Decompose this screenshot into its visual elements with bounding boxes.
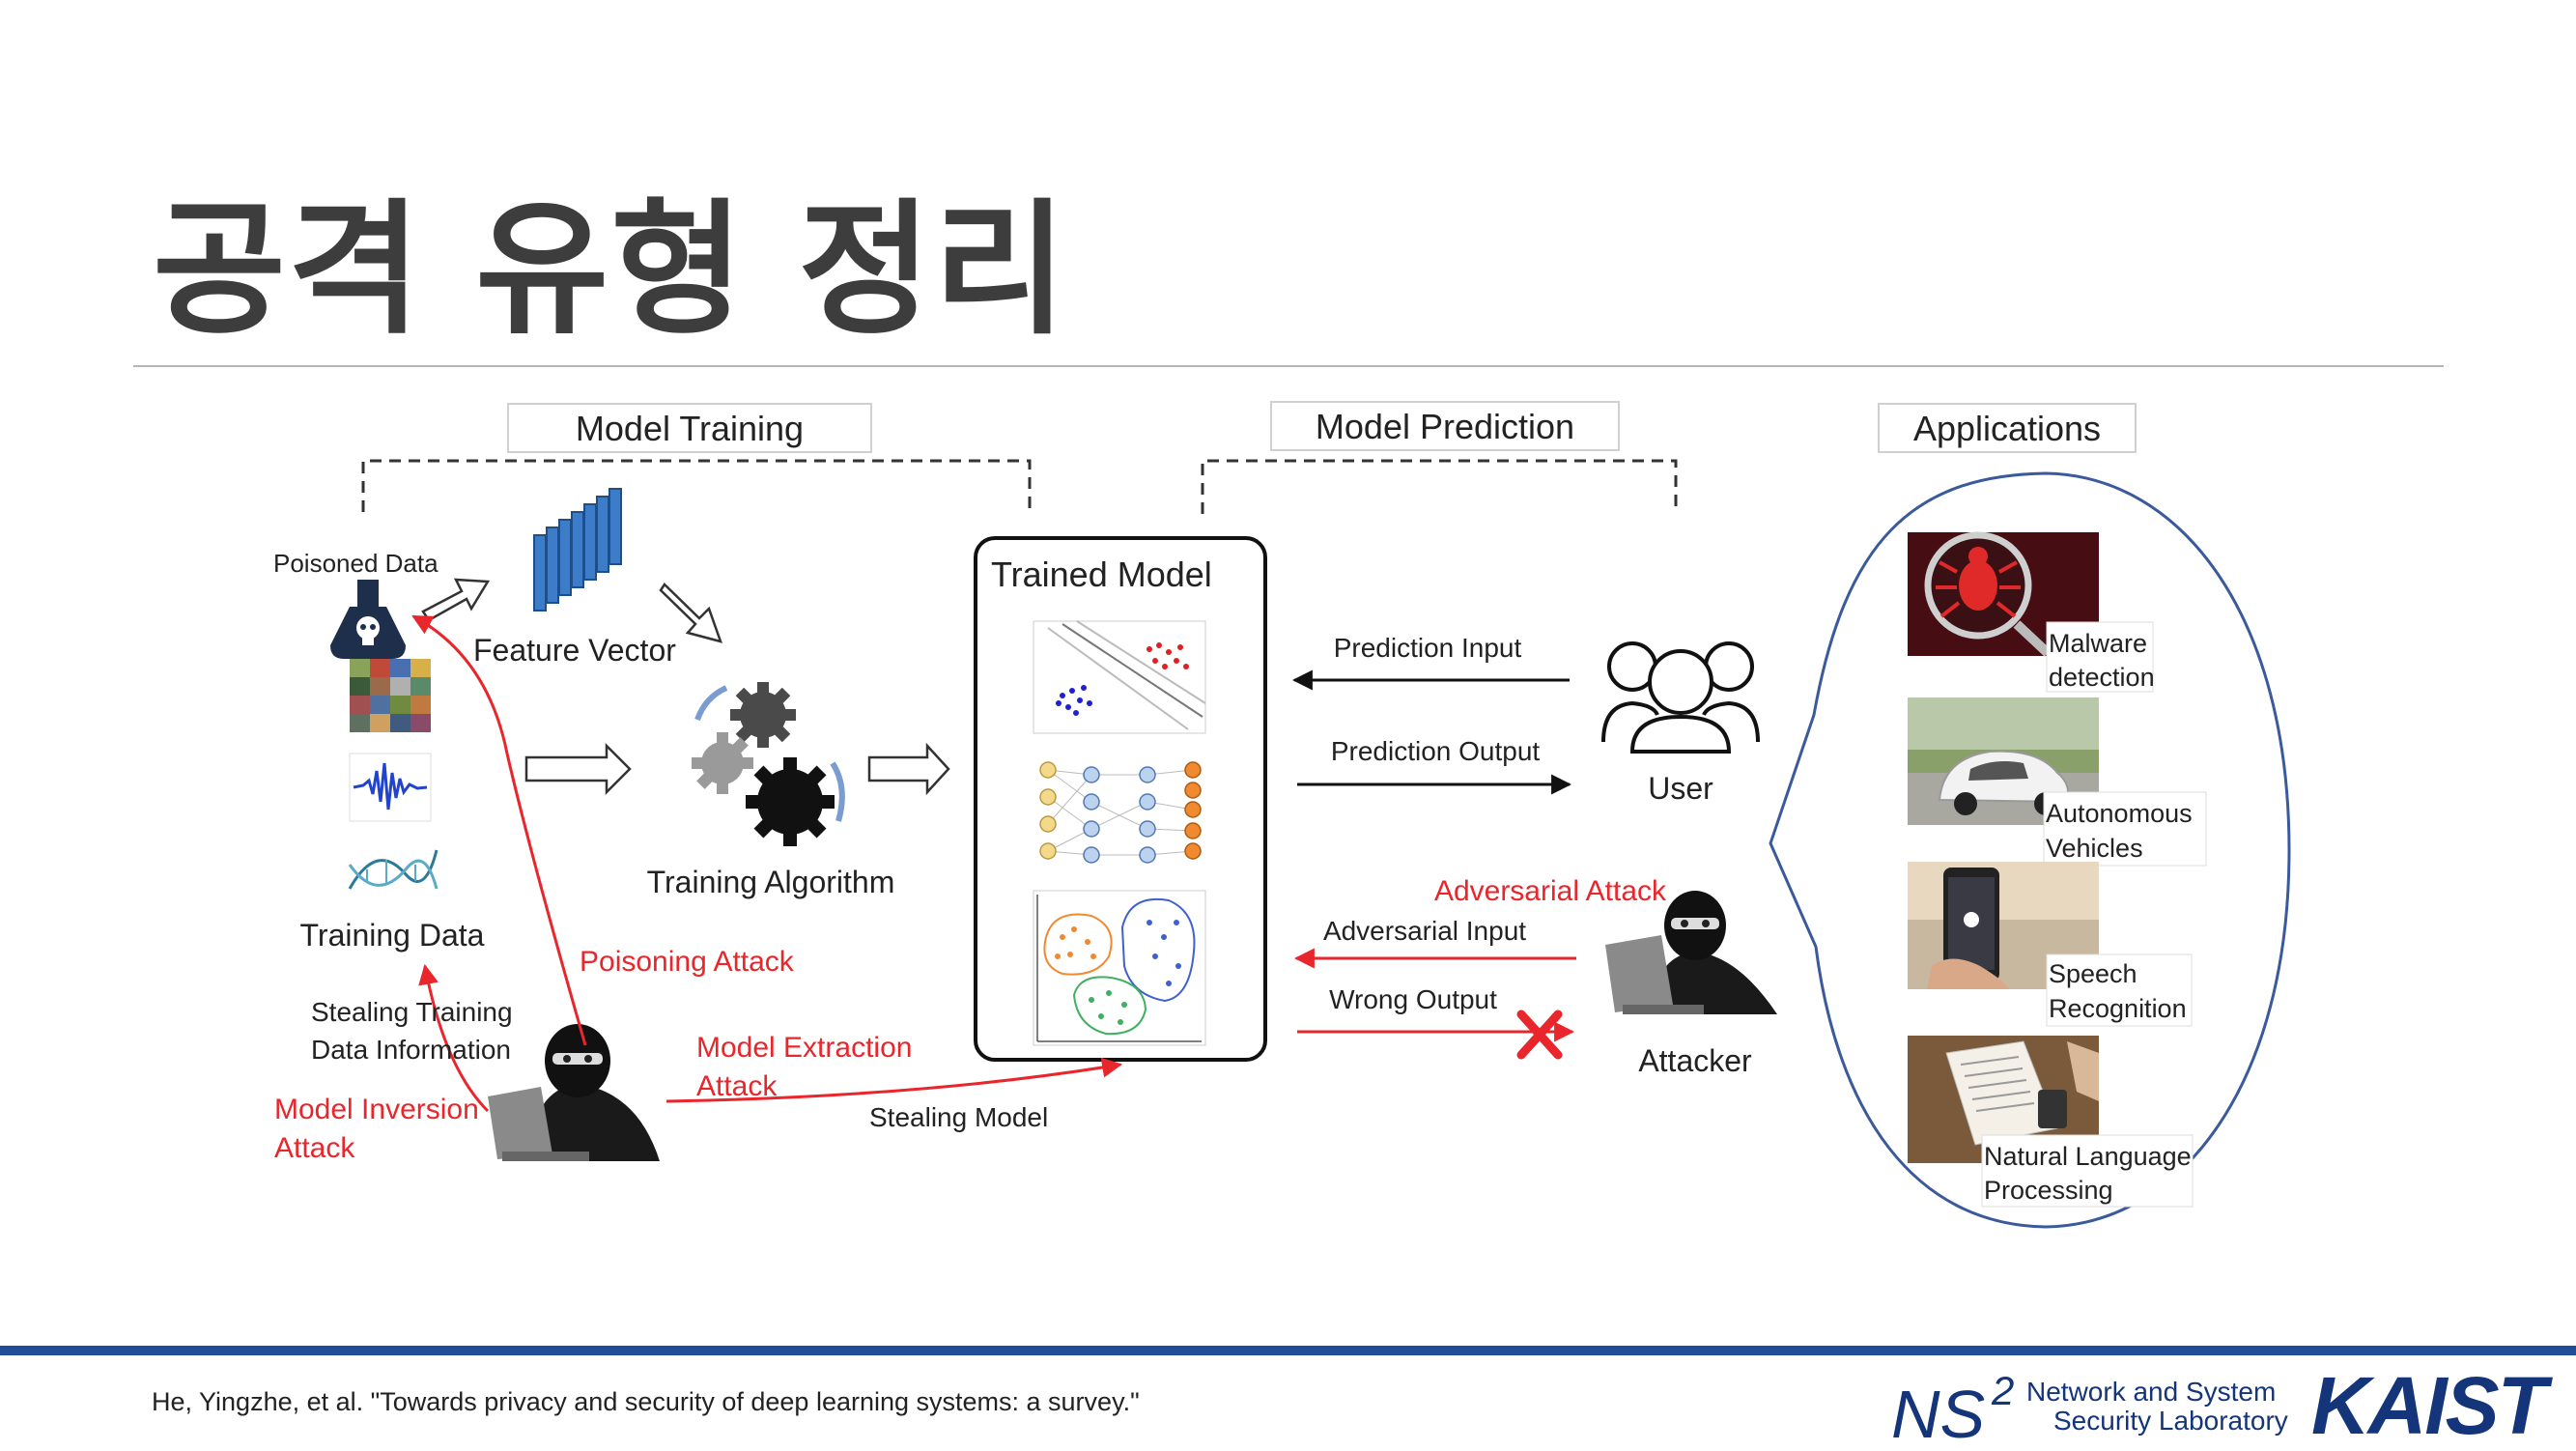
svg-text:Applications: Applications <box>1913 409 2101 448</box>
audio-waveform-icon <box>349 753 432 822</box>
stealing-training-label-2: Data Information <box>311 1035 511 1065</box>
model-extraction-path <box>665 1057 1123 1103</box>
title-divider <box>133 365 2444 367</box>
svg-text:Malware: Malware <box>2049 629 2147 658</box>
gears-icon <box>692 682 845 846</box>
svg-text:Model Prediction: Model Prediction <box>1316 407 1574 446</box>
attacker-icon <box>1605 891 1777 1014</box>
app-label-malware: Malware detection <box>2046 621 2155 693</box>
app-label-nlp: Natural Language Processing <box>1981 1134 2194 1208</box>
feature-vector-label: Feature Vector <box>473 633 676 668</box>
header-model-training: Model Training <box>507 403 872 453</box>
arrow-features-to-algorithm <box>659 583 722 643</box>
prediction-input-label: Prediction Input <box>1334 633 1522 663</box>
footer-bar <box>0 1346 2576 1355</box>
poisoning-attack-label: Poisoning Attack <box>580 946 795 978</box>
svg-text:Autonomous: Autonomous <box>2046 799 2193 828</box>
svg-text:Speech: Speech <box>2049 959 2137 988</box>
arrow-data-to-algorithm <box>524 742 632 796</box>
stealing-model-label: Stealing Model <box>869 1102 1048 1132</box>
lab-name-line2: Security Laboratory <box>2053 1406 2288 1436</box>
citation: He, Yingzhe, et al. "Towards privacy and… <box>152 1387 1140 1416</box>
ns-logo-sup: 2 <box>1991 1368 2014 1413</box>
cross-icon <box>1516 1010 1563 1060</box>
training-algorithm-label: Training Algorithm <box>647 865 895 899</box>
prediction-output-label: Prediction Output <box>1331 736 1541 766</box>
model-inversion-label-2: Attack <box>274 1132 355 1164</box>
model-extraction-label-1: Model Extraction <box>696 1032 912 1064</box>
poisoning-attack-path <box>411 614 587 1046</box>
malware-detection-image <box>1908 531 2099 657</box>
poison-flask-icon <box>330 580 406 659</box>
app-label-autonomous: Autonomous Vehicles <box>2043 791 2207 867</box>
user-label: User <box>1648 771 1713 806</box>
image-dataset-icon <box>350 659 431 732</box>
trained-model-box: Trained Model <box>974 536 1267 1062</box>
ns2-lab-logo: NS 2 Network and System Security Laborat… <box>1891 1368 2288 1447</box>
stealing-training-label-1: Stealing Training <box>311 997 513 1027</box>
user-group-icon <box>1601 641 1760 754</box>
dna-icon <box>348 849 439 890</box>
svg-text:Trained Model: Trained Model <box>991 555 1212 594</box>
arrow-data-to-features <box>421 578 491 622</box>
training-bracket <box>361 459 1032 512</box>
poisoned-data-label: Poisoned Data <box>273 549 439 578</box>
svg-text:Model Training: Model Training <box>576 409 804 448</box>
wrong-output-label: Wrong Output <box>1329 984 1497 1014</box>
svg-text:Vehicles: Vehicles <box>2046 834 2143 863</box>
training-data-label: Training Data <box>300 918 485 953</box>
svg-text:Processing: Processing <box>1984 1176 2113 1205</box>
ns-logo-mark: NS <box>1891 1377 1985 1447</box>
kaist-logo: KAIST <box>2311 1360 2547 1451</box>
attacker-left-icon <box>488 1024 660 1161</box>
slide-title: 공격 유형 정리 <box>153 186 1069 355</box>
svg-text:Recognition: Recognition <box>2049 994 2187 1023</box>
prediction-bracket <box>1201 459 1678 514</box>
header-model-prediction: Model Prediction <box>1270 401 1620 451</box>
model-inversion-path <box>418 963 490 1113</box>
svg-text:Natural Language: Natural Language <box>1984 1142 2192 1171</box>
applications-callout <box>1769 471 2291 1229</box>
header-applications: Applications <box>1878 403 2137 453</box>
adversarial-input-label: Adversarial Input <box>1323 916 1526 946</box>
adversarial-attack-label: Adversarial Attack <box>1434 875 1667 907</box>
lab-name-line1: Network and System <box>2026 1377 2276 1407</box>
svg-text:detection: detection <box>2049 663 2155 692</box>
attacker-label: Attacker <box>1638 1043 1752 1078</box>
arrow-algorithm-to-model <box>867 742 950 796</box>
app-label-speech: Speech Recognition <box>2046 953 2193 1027</box>
feature-vector-icon <box>533 488 622 612</box>
model-inversion-label-1: Model Inversion <box>274 1094 479 1125</box>
model-extraction-label-2: Attack <box>696 1070 778 1102</box>
